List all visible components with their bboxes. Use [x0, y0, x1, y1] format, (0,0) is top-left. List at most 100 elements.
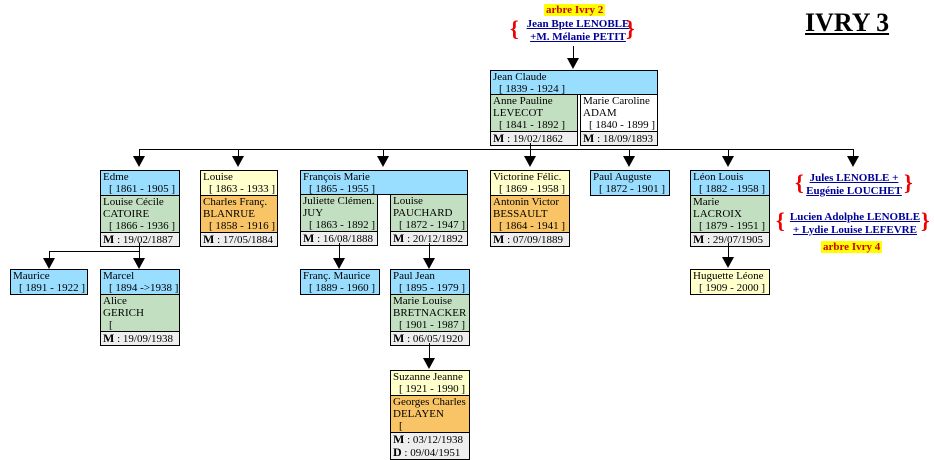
spouse-juy[interactable]: Juliette Clémen.JUY[ 1863 - 1892 ] M : 1…	[300, 195, 378, 246]
person-dates: [ 1895 - 1979 ]	[399, 282, 465, 294]
person-name: Victorine Félic.	[493, 171, 562, 183]
sep: :	[504, 234, 513, 246]
marriage-date: 16/08/1888	[322, 233, 374, 245]
sep: :	[114, 234, 123, 246]
spouse-dates: [ 1879 - 1951 ]	[699, 220, 765, 232]
arrow-down-icon	[524, 156, 536, 167]
connector	[853, 149, 854, 157]
spouse-adam[interactable]: Marie Caroline ADAM [ 1840 - 1899 ] M : …	[580, 95, 658, 146]
arrow-down-icon	[377, 156, 389, 167]
person-francois-marie[interactable]: François Marie[ 1865 - 1955 ] Juliette C…	[300, 170, 468, 246]
sep: :	[704, 234, 713, 246]
spouse-first: Georges Charles	[393, 396, 466, 408]
marriage-label: M	[103, 232, 115, 246]
jules-line-2: Eugénie LOUCHET	[806, 185, 902, 197]
marriage-date: 19/09/1938	[122, 333, 174, 345]
arrow-down-icon	[423, 258, 435, 269]
sep: :	[404, 233, 413, 245]
spouse-first: Alice	[103, 295, 127, 307]
person-name: Maurice	[13, 270, 50, 282]
person-name: Edme	[103, 171, 129, 183]
parents-link[interactable]: Jean Bpte LENOBLE +M. Mélanie PETIT	[518, 18, 638, 44]
person-dates: [ 1889 - 1960 ]	[309, 282, 375, 294]
marriage-label: M	[493, 232, 505, 246]
spouse-first: Anne Pauline	[493, 95, 553, 107]
person-suzanne[interactable]: Suzanne Jeanne[ 1921 - 1990 ] Georges Ch…	[390, 370, 470, 460]
brace-left-icon: {	[510, 16, 519, 41]
connector	[429, 243, 430, 259]
marriage-date: 29/07/1905	[712, 234, 764, 246]
marriage-label: M	[393, 331, 405, 345]
person-franc-maurice[interactable]: Franç. Maurice[ 1889 - 1960 ]	[300, 269, 380, 295]
arrow-down-icon	[232, 156, 244, 167]
marriage-date: 19/02/1887	[122, 234, 174, 246]
sep: :	[214, 234, 223, 246]
person-louise[interactable]: Louise[ 1863 - 1933 ] Charles Franç.BLAN…	[200, 170, 278, 247]
sep: :	[114, 333, 123, 345]
jules-link[interactable]: Jules LENOBLE + Eugénie LOUCHET	[800, 172, 908, 198]
tree-link-ivry-4[interactable]: arbre Ivry 4	[821, 241, 883, 253]
marriage-date: 17/05/1884	[222, 234, 274, 246]
arrow-down-icon	[133, 156, 145, 167]
spouse-last: PAUCHARD	[393, 207, 453, 219]
person-victorine[interactable]: Victorine Félic.[ 1869 - 1958 ] Antonin …	[490, 170, 570, 247]
spouse-dates: [ 1840 - 1899 ]	[589, 119, 655, 131]
person-name: Marcel	[103, 270, 135, 282]
arrow-down-icon	[423, 358, 435, 369]
spouse-last: DELAYEN	[393, 408, 444, 420]
person-name: Louise	[203, 171, 233, 183]
person-dates: [ 1882 - 1958 ]	[699, 183, 765, 195]
arrow-down-icon	[623, 156, 635, 167]
spouse-dates: [ 1866 - 1936 ]	[109, 220, 175, 232]
sep: :	[401, 447, 411, 459]
spouse-last: BESSAULT	[493, 208, 548, 220]
spouse-first: Marie	[693, 196, 720, 208]
spouse-last: BRETNACKER	[393, 307, 467, 319]
person-name: François Marie	[303, 171, 370, 183]
spouse-first: Juliette Clémen.	[303, 195, 375, 207]
spouse-dates: [ 1872 - 1947 ]	[399, 219, 465, 231]
connector	[139, 149, 854, 150]
connector	[429, 343, 430, 360]
connector	[339, 243, 340, 259]
person-paul-auguste[interactable]: Paul Auguste[ 1872 - 1901 ]	[590, 170, 670, 196]
person-name: Paul Auguste	[593, 171, 652, 183]
spouse-last: JUY	[303, 207, 324, 219]
spouse-last: GERICH	[103, 307, 144, 319]
brace-right-icon: }	[626, 16, 635, 41]
brace-right-icon: }	[904, 170, 913, 195]
person-dates: [ 1839 - 1924 ]	[499, 83, 565, 95]
connector	[728, 149, 729, 157]
arrow-down-icon	[133, 258, 145, 269]
sep: :	[404, 333, 413, 345]
person-jean-claude[interactable]: Jean Claude [ 1839 - 1924 ] Anne Pauline…	[490, 70, 658, 146]
person-huguette[interactable]: Huguette Léone[ 1909 - 2000 ]	[690, 269, 770, 295]
person-name: Léon Louis	[693, 171, 744, 183]
marriage-date: 07/09/1889	[512, 234, 564, 246]
brace-left-icon: {	[776, 208, 785, 233]
marriage-date: 19/02/1862	[512, 133, 564, 145]
brace-left-icon: {	[795, 170, 804, 195]
marriage-date: 18/09/1893	[602, 133, 654, 145]
sep: :	[404, 434, 413, 446]
connector	[139, 251, 140, 259]
marriage-date: 20/12/1892	[412, 233, 464, 245]
person-dates: [ 1863 - 1933 ]	[209, 183, 275, 195]
marriage-label: M	[583, 131, 595, 145]
divorce-date: 09/04/1951	[410, 447, 461, 459]
tree-link-ivry-2[interactable]: arbre Ivry 2	[544, 4, 606, 16]
marriage-label: M	[393, 231, 405, 245]
spouse-levecot[interactable]: Anne Pauline LEVECOT [ 1841 - 1892 ] M :…	[490, 95, 578, 146]
person-dates: [ 1891 - 1922 ]	[19, 282, 85, 294]
lucien-link[interactable]: Lucien Adolphe LENOBLE + Lydie Louise LE…	[780, 211, 930, 237]
person-maurice[interactable]: Maurice[ 1891 - 1922 ]	[10, 269, 88, 295]
marriage-label: M	[103, 331, 115, 345]
connector	[573, 46, 574, 60]
sep: :	[314, 233, 323, 245]
person-name: Suzanne Jeanne	[393, 371, 463, 383]
